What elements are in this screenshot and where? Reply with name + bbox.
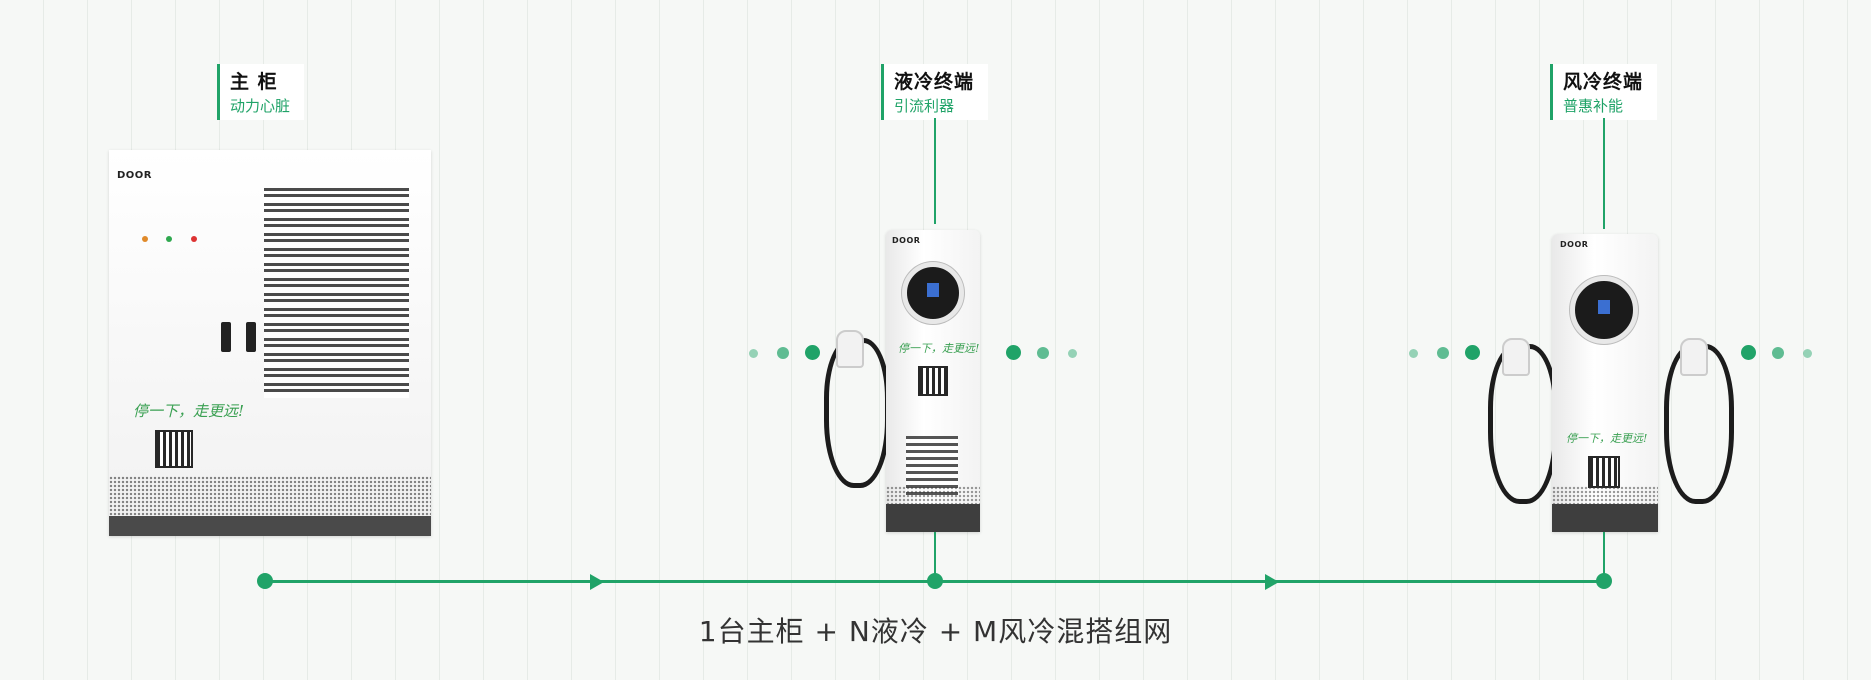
cabinet-dither [109,476,431,516]
connector-liquid-label [934,118,936,224]
liquid-screen [902,262,964,324]
node-main [257,573,273,589]
cabinet-led-orange [142,236,148,242]
dot-air-left-1 [1465,345,1480,360]
label-air-subtitle: 普惠补能 [1563,96,1643,116]
cabinet-handle-right [246,322,256,352]
cabinet-qr-code [155,430,193,468]
air-charging-gun-right [1680,338,1708,376]
dot-liquid-left-2 [777,347,789,359]
cabinet-brand-logo: DOOR [117,170,152,181]
dot-liquid-right-2 [1037,347,1049,359]
cabinet-vent-grille [264,188,409,398]
dot-air-left-3 [1409,349,1418,358]
dot-air-right-1 [1741,345,1756,360]
liquid-brand-logo: DOOR [892,236,920,245]
label-liquid-title: 液冷终端 [894,70,974,94]
air-screen-display [1598,300,1610,314]
dot-air-right-3 [1803,349,1812,358]
dot-liquid-right-1 [1006,345,1021,360]
dot-air-left-2 [1437,347,1449,359]
arrow-right-2 [1265,574,1279,590]
label-main-title: 主 柜 [230,70,290,94]
liquid-slogan: 停一下，走更远! [898,340,979,356]
liquid-terminal-image: DOOR 停一下，走更远! [886,230,980,532]
air-charging-gun-left [1502,338,1530,376]
liquid-qr-code [918,366,948,396]
label-liquid-terminal: 液冷终端 引流利器 [881,64,988,120]
air-dither [1552,486,1658,504]
dot-liquid-left-1 [805,345,820,360]
liquid-charging-gun [836,330,864,368]
cabinet-led-red [191,236,197,242]
dot-liquid-right-3 [1068,349,1077,358]
dot-liquid-left-3 [749,349,758,358]
label-main-cabinet: 主 柜 动力心脏 [217,64,304,120]
liquid-dither [886,486,980,504]
cabinet-slogan: 停一下，走更远! [133,400,244,421]
liquid-base [886,504,980,532]
main-cabinet-image: DOOR 停一下，走更远! [109,150,431,536]
label-air-title: 风冷终端 [1563,70,1643,94]
connector-air-label [1603,118,1605,229]
air-qr-code [1588,456,1620,488]
air-brand-logo: DOOR [1560,240,1588,249]
dot-air-right-2 [1772,347,1784,359]
air-base [1552,504,1658,532]
label-main-subtitle: 动力心脏 [230,96,290,116]
arrow-right-1 [590,574,604,590]
node-liquid [927,573,943,589]
cabinet-base [109,516,431,536]
air-terminal-image: DOOR 停一下，走更远! [1552,234,1658,532]
node-air [1596,573,1612,589]
cabinet-led-green [166,236,172,242]
liquid-screen-display [927,283,939,297]
diagram-caption: 1台主柜 + N液冷 + M风冷混搭组网 [0,610,1871,650]
air-screen [1570,276,1638,344]
cabinet-handle-left [221,322,231,352]
label-air-terminal: 风冷终端 普惠补能 [1550,64,1657,120]
air-slogan: 停一下，走更远! [1566,430,1647,446]
label-liquid-subtitle: 引流利器 [894,96,974,116]
